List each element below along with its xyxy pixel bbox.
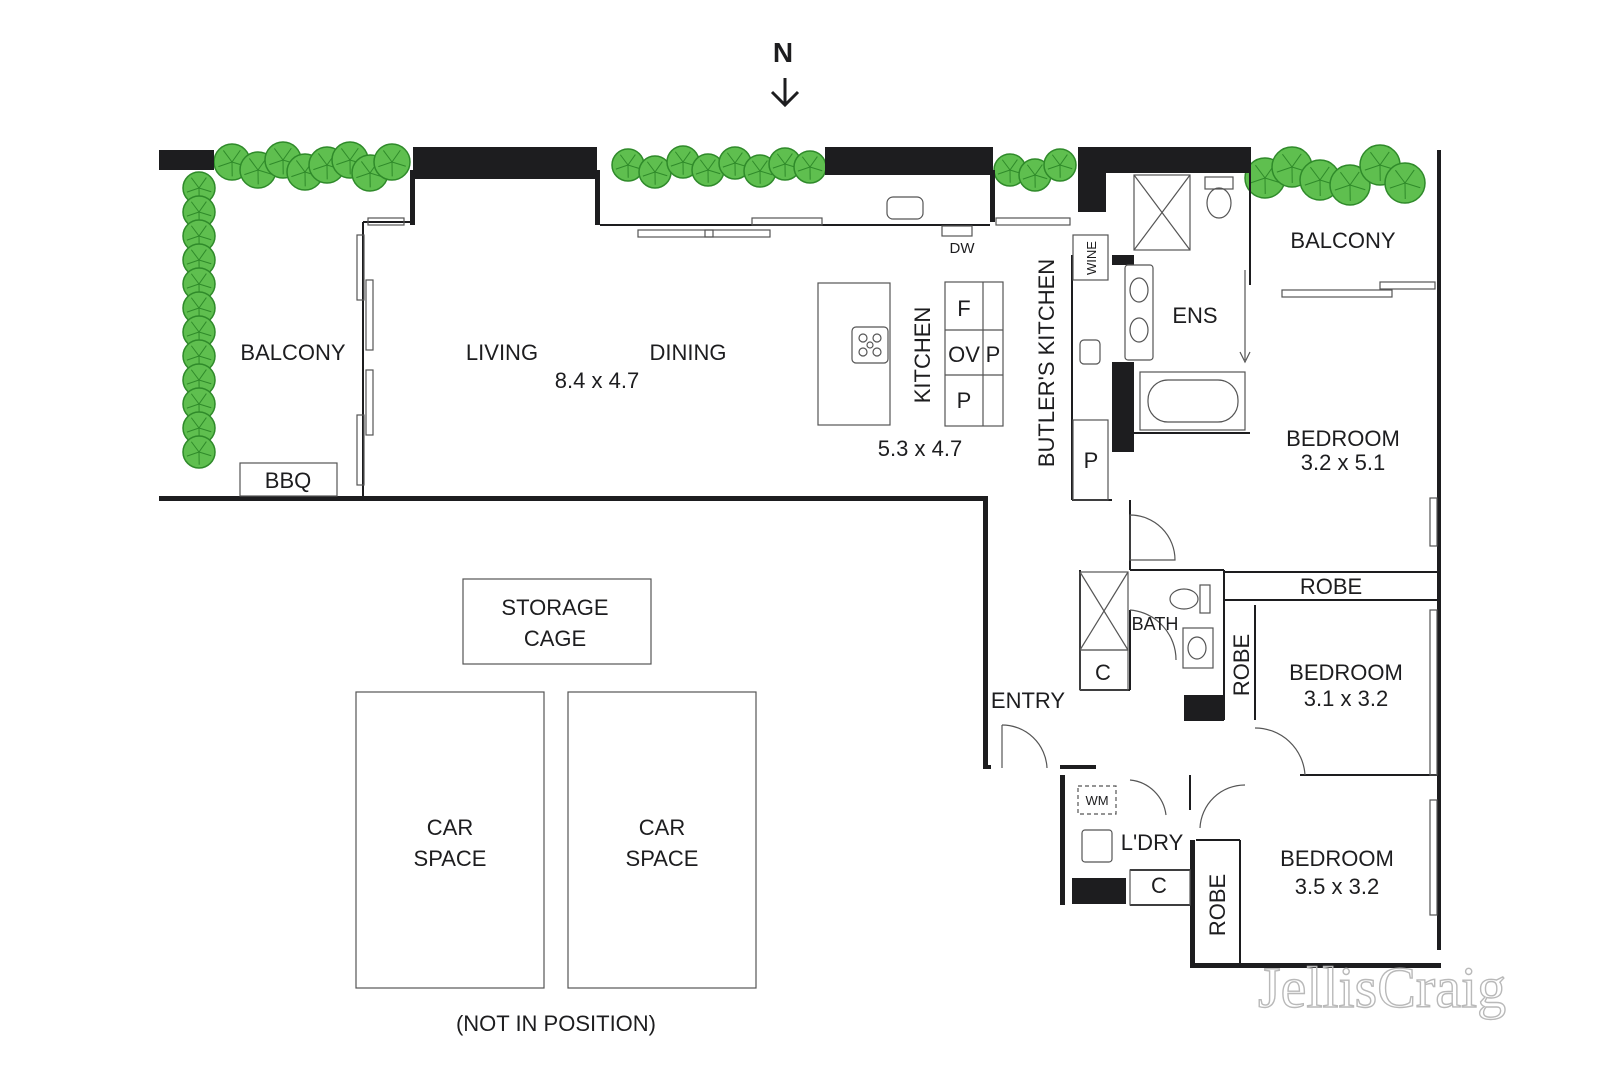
plant-icon bbox=[182, 267, 216, 301]
bathtub-icon bbox=[1139, 371, 1246, 431]
plant-icon bbox=[373, 143, 411, 181]
compass-letter: N bbox=[773, 37, 793, 68]
entry-label: ENTRY bbox=[991, 688, 1065, 713]
watermark-logo: JellisCraig bbox=[1258, 955, 1506, 1020]
car-space-2 bbox=[567, 691, 757, 989]
butler-pantry-label: P bbox=[1084, 448, 1099, 473]
bath-label: BATH bbox=[1132, 614, 1179, 634]
bedroom3-label: BEDROOM bbox=[1280, 846, 1394, 871]
shower-icon bbox=[1079, 571, 1129, 651]
toilet-icon bbox=[1204, 176, 1234, 219]
car2-label-2: SPACE bbox=[626, 846, 699, 871]
wine-label: WINE bbox=[1084, 241, 1099, 275]
kitchen-label: KITCHEN bbox=[910, 307, 935, 404]
living-label: LIVING bbox=[466, 340, 538, 365]
cooktop-icon bbox=[851, 326, 889, 364]
plant-icon bbox=[182, 411, 216, 445]
door-swings bbox=[1001, 270, 1306, 829]
plant-icon bbox=[793, 150, 827, 184]
fridge-label: F bbox=[957, 296, 970, 321]
parking-area bbox=[355, 578, 757, 989]
car2-label-1: CAR bbox=[639, 815, 685, 840]
ens-label: ENS bbox=[1172, 303, 1217, 328]
kitchen-fixtures bbox=[817, 196, 1109, 501]
pantry-a-label: P bbox=[986, 342, 1001, 367]
balcony-west-label: BALCONY bbox=[240, 340, 345, 365]
car1-label-1: CAR bbox=[427, 815, 473, 840]
plant-icon bbox=[182, 363, 216, 397]
dining-label: DINING bbox=[650, 340, 727, 365]
plant-icon bbox=[182, 339, 216, 373]
car1-label-2: SPACE bbox=[414, 846, 487, 871]
plant-icon bbox=[182, 435, 216, 469]
planter-plants bbox=[182, 141, 1426, 469]
robe2-label: ROBE bbox=[1229, 634, 1254, 696]
sink-icon bbox=[1079, 339, 1101, 365]
living-dims: 8.4 x 4.7 bbox=[555, 368, 639, 393]
bath-cupboard-label: C bbox=[1095, 660, 1111, 685]
kitchen-dims: 5.3 x 4.7 bbox=[878, 436, 962, 461]
wm-label: WM bbox=[1085, 793, 1108, 808]
windows bbox=[356, 217, 1438, 916]
pantry-b-label: P bbox=[957, 388, 972, 413]
north-arrow-icon: N bbox=[770, 37, 800, 108]
laundry-label: L'DRY bbox=[1121, 830, 1184, 855]
exterior-walls bbox=[159, 147, 1441, 968]
shower-icon bbox=[1133, 174, 1191, 251]
storage-label-2: CAGE bbox=[524, 626, 586, 651]
plant-icon bbox=[1043, 148, 1077, 182]
dw-label: DW bbox=[950, 240, 976, 257]
plant-icon bbox=[1384, 162, 1426, 204]
oven-label: OV bbox=[948, 342, 980, 367]
not-in-position-note: (NOT IN POSITION) bbox=[456, 1011, 656, 1036]
room-labels: BALCONY BBQ LIVING 8.4 x 4.7 DINING KITC… bbox=[240, 228, 1402, 936]
bbq-unit bbox=[239, 462, 338, 497]
car-space-1 bbox=[355, 691, 545, 989]
ensuite-fixtures bbox=[1124, 174, 1246, 431]
plant-icon bbox=[638, 155, 672, 189]
bedroom1-label: BEDROOM bbox=[1286, 426, 1400, 451]
plant-icon bbox=[182, 315, 216, 349]
storage-label-1: STORAGE bbox=[501, 595, 608, 620]
robe3-label: ROBE bbox=[1205, 874, 1230, 936]
toilet-icon bbox=[1169, 584, 1211, 614]
bedroom3-dims: 3.5 x 3.2 bbox=[1295, 874, 1379, 899]
plant-icon bbox=[611, 148, 645, 182]
butlers-kitchen-label: BUTLER'S KITCHEN bbox=[1034, 259, 1059, 467]
plant-icon bbox=[1329, 164, 1371, 206]
plant-icon bbox=[182, 291, 216, 325]
bedroom2-label: BEDROOM bbox=[1289, 660, 1403, 685]
bath-fixtures bbox=[1079, 571, 1214, 691]
balcony-east-label: BALCONY bbox=[1290, 228, 1395, 253]
laundry-fixtures bbox=[1077, 785, 1191, 906]
bedroom1-dims: 3.2 x 5.1 bbox=[1301, 450, 1385, 475]
robe1-label: ROBE bbox=[1300, 574, 1362, 599]
plant-icon bbox=[743, 154, 777, 188]
laundry-cupboard-label: C bbox=[1151, 873, 1167, 898]
bedroom2-dims: 3.1 x 3.2 bbox=[1304, 686, 1388, 711]
bbq-label: BBQ bbox=[265, 468, 311, 493]
sink-icon bbox=[886, 196, 924, 220]
interior-walls bbox=[362, 173, 1437, 963]
storage-cage bbox=[462, 578, 652, 665]
parking-labels: STORAGE CAGE CAR SPACE CAR SPACE (NOT IN… bbox=[414, 595, 699, 1036]
